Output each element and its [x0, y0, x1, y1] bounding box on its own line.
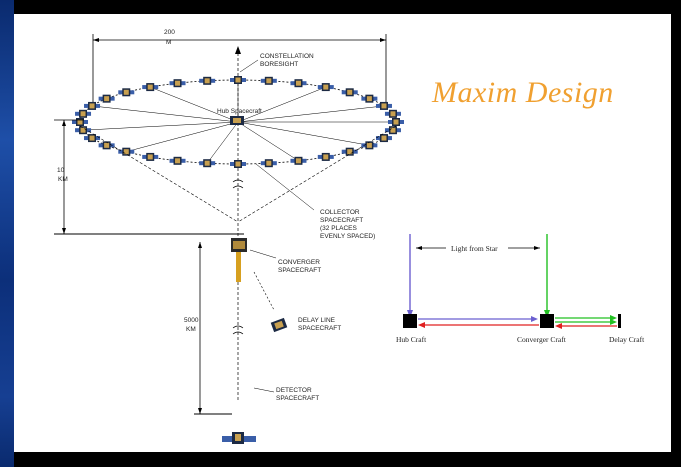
collector-spacecraft: [388, 118, 404, 126]
collector-spacecraft: [170, 79, 186, 87]
collector-spacecraft: [142, 153, 158, 161]
collector-spacecraft: [361, 95, 377, 103]
collector-spacecraft: [199, 159, 215, 167]
height-unit: KM: [58, 176, 68, 183]
collector-spacecraft: [118, 88, 134, 96]
collector-spacecraft: [318, 83, 334, 91]
height-dimension: 10 KM: [54, 120, 84, 234]
converger-craft-box: [540, 314, 554, 328]
delay-label-1: DELAY LINE: [298, 317, 336, 324]
converger-craft-label: Converger Craft: [517, 335, 567, 344]
hub-craft-label: Hub Craft: [396, 335, 427, 344]
collector-spacecraft: [72, 118, 88, 126]
collector-spacecraft: [385, 110, 401, 118]
collector-label-4: EVENLY SPACED): [320, 233, 375, 240]
delay-label-2: SPACECRAFT: [298, 325, 341, 332]
maxim-diagram: 200 M CONSTELLATION BORESIGHT Hu: [14, 14, 671, 452]
converger-spacecraft: [231, 238, 247, 282]
delay-craft-box: [618, 314, 621, 328]
collector-spacecraft: [376, 102, 392, 110]
collector-spacecraft: [342, 148, 358, 156]
collector-spacecraft: [199, 77, 215, 85]
collector-spacecraft: [261, 159, 277, 167]
slide-canvas: Maxim Design 200 M CONSTELLATION BORESIG…: [14, 14, 671, 452]
collector-spacecraft: [75, 110, 91, 118]
height-value: 10: [57, 167, 65, 174]
collector-spacecraft: [385, 126, 401, 134]
collector-label-2: SPACECRAFT: [320, 217, 363, 224]
collector-spacecraft: [118, 148, 134, 156]
collector-spacecraft: [170, 157, 186, 165]
collector-spacecraft: [230, 160, 246, 168]
collector-spacecraft: [290, 157, 306, 165]
lower-distance-unit: KM: [186, 326, 196, 333]
lower-distance-dimension: 5000 KM: [184, 242, 232, 414]
light-from-star-label: Light from Star: [451, 244, 498, 253]
collector-label-3: (32 PLACES: [320, 225, 358, 232]
delay-craft-label: Delay Craft: [609, 335, 645, 344]
detector-label-2: SPACECRAFT: [276, 395, 319, 402]
collector-spacecraft: [318, 153, 334, 161]
detector-spacecraft: [222, 432, 256, 444]
beam-schematic: Light from Star Hub Craft Converger Craf…: [396, 234, 645, 344]
delay-line-spacecraft: [271, 318, 288, 332]
hub-label: Hub Spacecraft: [217, 108, 262, 115]
converger-label-2: SPACECRAFT: [278, 267, 321, 274]
collector-label-1: COLLECTOR: [320, 209, 360, 216]
width-unit: M: [166, 39, 171, 46]
collector-spacecraft: [230, 76, 246, 84]
left-decorative-bar: [0, 0, 14, 467]
collector-spacecraft: [75, 126, 91, 134]
collector-spacecraft: [342, 88, 358, 96]
collector-spacecraft: [142, 83, 158, 91]
collector-spacecraft: [290, 79, 306, 87]
lower-distance-value: 5000: [184, 317, 199, 324]
collector-spacecraft: [376, 134, 392, 142]
constellation-label-1: CONSTELLATION: [260, 53, 314, 60]
constellation-label-2: BORESIGHT: [260, 61, 298, 68]
width-value: 200: [164, 29, 175, 36]
converger-label-1: CONVERGER: [278, 259, 320, 266]
hub-spacecraft: [230, 116, 244, 125]
detector-label-1: DETECTOR: [276, 387, 312, 394]
hub-craft-box: [403, 314, 417, 328]
collector-spacecraft: [261, 77, 277, 85]
lower-axis: [233, 272, 274, 402]
